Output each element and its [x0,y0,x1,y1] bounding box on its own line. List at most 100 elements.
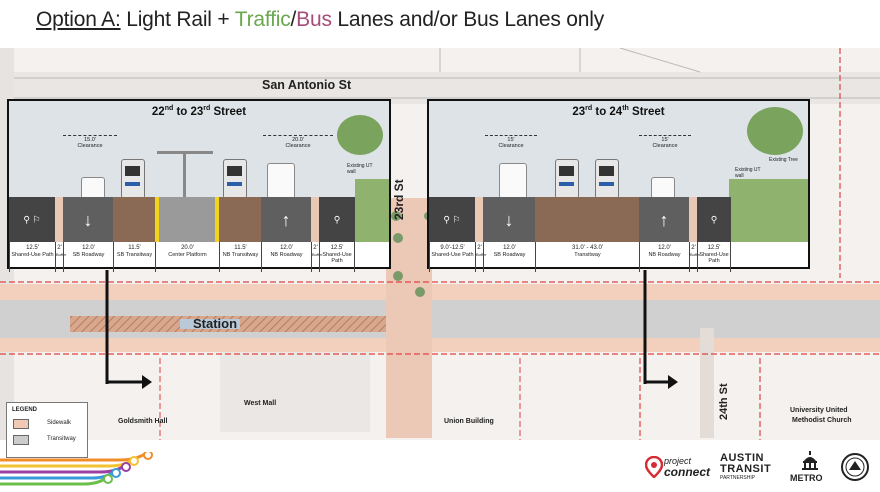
title-post: Street [628,105,665,118]
map-drawing [0,48,880,440]
title-slash: / [290,8,297,31]
train-nb [223,159,247,199]
dim-label: Center Platform [168,252,207,258]
building-church-2: Methodist Church [792,417,852,424]
street-label-24th: 24th St [718,360,730,420]
train-sb [121,159,145,199]
bike-icon: ⚲ ⚐ [443,214,461,224]
dim-label: Shared-Use Path [431,252,474,258]
bike-icon: ⚲ ⚐ [23,214,41,224]
dim-label: Buffer [312,252,323,257]
dim-label: Transitway [574,252,601,258]
lane-nb-transitway [219,197,261,242]
dim-6: 12.0'NB Roadway [261,242,311,272]
dim-value: 2' [313,245,318,251]
clearance-right-label: Clearance [652,143,678,149]
title-rest: Lanes and/or Bus Lanes only [331,8,605,31]
platform-canopy-post [183,154,186,197]
logo-metro: METRO [790,473,823,483]
arrow-up-icon: ↑ [659,209,669,230]
wall-grass [729,179,808,197]
clearance-left: 15.0'Clearance [63,135,117,149]
dim-3: 31.0' - 43.0'Transitway [535,242,639,272]
logo-atp-1: AUSTIN [720,452,764,464]
title-sup2: th [622,105,629,112]
title-sup1: rd [585,105,593,112]
city-seal-icon [841,453,869,481]
car-nb [651,177,675,199]
arrow-up-icon: ↑ [281,209,291,230]
train-sb [555,159,579,199]
bus-nb [267,163,295,199]
lane-grass [355,197,389,242]
bike-icon: ⚲ [333,214,341,224]
title-sup2: rd [203,105,211,112]
dim-value: 31.0' - 43.0' [572,245,603,251]
lane-sb-roadway: ↓ [483,197,535,242]
dim-label: Shared-Use Path [11,252,54,258]
section-title: 22nd to 23rd Street [9,105,389,118]
section-title: 23rd to 24th Street [429,105,808,118]
dim-value: 12.5' [330,245,344,251]
site-plan-map: San Antonio St Station 23rd St 24th St G… [0,48,880,440]
dim-1: 2'Buffer [475,242,487,272]
lane-buffer-right [689,197,697,242]
title-bus: Bus [296,8,332,31]
dim-8: 12.5'Shared-Use Path [319,242,355,272]
clearance-left-label: Clearance [498,143,524,149]
cross-section-22nd-23rd: 22nd to 23rd Street 15.0'Clearance 20.0'… [7,99,391,272]
street-24-text: 24th St [718,383,730,420]
bus-sb [499,163,527,199]
wall-note: Existing UT wall [735,167,761,179]
building-goldsmith: Goldsmith Hall [118,418,168,425]
lane-buffer-left [475,197,483,242]
bike-icon: ⚲ [710,214,718,224]
cross-section-23rd-24th: 23rd to 24th Street 15'Clearance 15'Clea… [427,99,810,272]
dim-2: 12.0'SB Roadway [63,242,113,272]
dim-5: 2'Buffer [689,242,701,272]
brand-lines-decoration [0,452,153,486]
wall-note: Existing UT wall [347,163,373,175]
dim-0: 12.5'Shared-Use Path [9,242,55,272]
dim-value: 12.0' [280,245,293,251]
lane-center-platform [155,197,219,242]
street-label-san-antonio: San Antonio St [262,78,352,92]
dim-label: SB Roadway [72,252,105,258]
dim-3: 11.5'SB Transitway [113,242,155,272]
logo-project-connect-2: connect [664,465,711,479]
station-label: Station [193,316,238,331]
title-part1: Light Rail + [120,8,235,31]
logo-atp-3: PARTNERSHIP [720,475,756,481]
dim-value: 2' [691,245,696,251]
tree [337,115,383,155]
dim-value: 12.0' [82,245,95,251]
lane-buffer-right [311,197,319,242]
title-mid: to 23 [173,105,204,118]
title-num1: 22 [151,105,165,118]
clearance-right: 20.0'Clearance [263,135,333,149]
lane-buffer-left [55,197,63,242]
dim-label: NB Roadway [648,252,681,258]
dim-value: 11.5' [234,245,247,251]
clearance-left: 15'Clearance [485,135,537,149]
arrow-down-icon: ↓ [83,209,93,230]
dim-value: 9.0'-12.5' [440,245,465,251]
lane-shared-use-left: ⚲ ⚐ [429,197,475,242]
title-num1: 23 [572,105,586,118]
title-traffic: Traffic [234,8,291,31]
lane-sb-transitway [113,197,155,242]
arrow-down-icon: ↓ [504,209,514,230]
dim-label: NB Roadway [270,252,303,258]
dim-label: Shared-Use Path [322,252,352,264]
lane-nb-roadway: ↑ [261,197,311,242]
lane-shared-use-right: ⚲ [319,197,355,242]
title-mid: to 24 [592,105,623,118]
dim-1: 2'Buffer [55,242,67,272]
dim-4: 12.0'NB Roadway [639,242,689,272]
location-pin-icon [645,456,663,478]
wall-grass [355,179,389,197]
legend-transitway-label: Transitway [47,436,76,442]
dim-label: NB Transitway [222,252,259,258]
street-23-text: 23rd St [392,179,406,220]
car-sb [81,177,105,199]
